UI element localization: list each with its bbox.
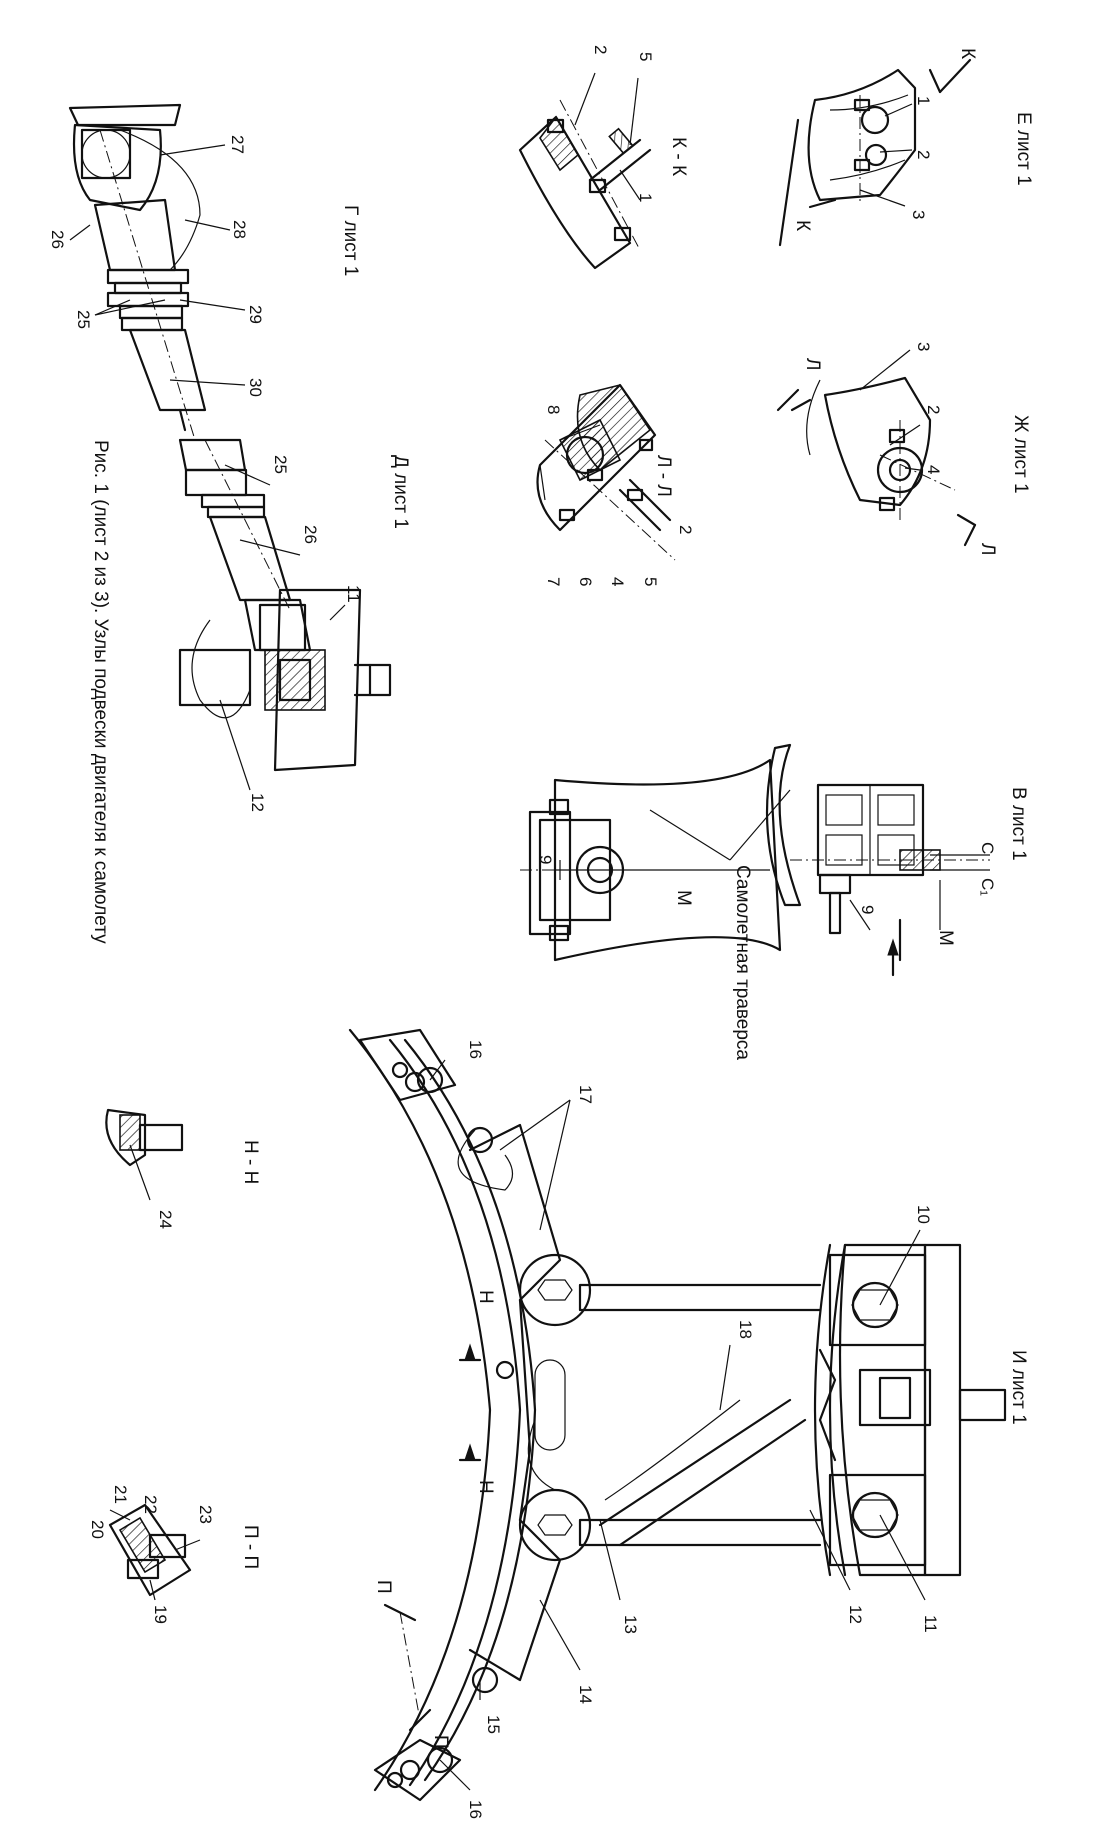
section-mark-n-top: Н [475,1290,496,1304]
section-mark-k-top: К [957,48,978,59]
section-mark-k-bottom: К [792,220,813,231]
callout-i-15: 15 [484,1715,503,1734]
callout-g-26: 26 [48,230,67,249]
view-g [68,103,246,441]
callout-i-16-bottom: 16 [466,1800,485,1819]
view-v [765,743,990,977]
callout-g-25: 25 [74,310,93,329]
view-zh [776,349,977,547]
callout-g-29: 29 [246,305,265,324]
callout-zh-4: 4 [924,465,943,474]
callout-kk-1: 1 [636,193,655,202]
view-zh-title: Ж лист 1 [1010,415,1031,494]
callout-g-30: 30 [246,378,265,397]
callout-g-27: 27 [228,135,247,154]
callout-zh-3: 3 [914,342,933,351]
dim-c: С [978,842,997,854]
section-mark-p-bottom: П [430,1735,451,1749]
callout-e-3: 3 [909,210,928,219]
section-mark-p-top: П [373,1580,394,1594]
section-nn-title: Н - Н [240,1140,261,1184]
view-e-title: Е лист 1 [1013,112,1034,186]
callout-ll-2: 2 [676,525,695,534]
view-d-title: Д лист 1 [390,455,411,529]
view-m [520,758,791,962]
callout-i-10: 10 [914,1205,933,1224]
figure-caption: Рис. 1 (лист 2 из 3). Узлы подвески двиг… [90,440,111,944]
view-e [778,58,972,247]
view-v-section-m: М [935,930,956,946]
section-nn [105,1108,184,1201]
callout-nn-24: 24 [156,1210,175,1229]
view-i-title: И лист 1 [1008,1350,1029,1425]
callout-ll-5: 5 [641,577,660,586]
callout-i-18: 18 [736,1320,755,1339]
dim-c1: С₁ [978,878,997,896]
callout-g-28: 28 [230,220,249,239]
callout-m-9: 9 [536,855,555,864]
callout-pp-20: 20 [88,1520,107,1539]
section-mark-l-top: Л [802,358,823,370]
callout-e-1: 1 [914,96,933,105]
callout-ll-4: 4 [608,577,627,586]
callout-pp-19: 19 [151,1605,170,1624]
callout-i-16-top: 16 [466,1040,485,1059]
section-mark-n-bottom: Н [475,1480,496,1494]
view-g-title: Г лист 1 [340,205,361,276]
view-v-title: В лист 1 [1008,787,1029,861]
callout-i-17: 17 [576,1085,595,1104]
callout-pp-21: 21 [111,1485,130,1504]
section-pp-title: П - П [240,1525,261,1569]
callout-i-12: 12 [846,1605,865,1624]
section-mark-l-bottom: Л [977,543,998,555]
callout-ll-7: 7 [544,577,563,586]
callout-d-26: 26 [301,525,320,544]
view-d [178,438,392,791]
callout-i-14: 14 [576,1685,595,1704]
section-kk-title: К - К [668,137,689,176]
callout-i-11: 11 [921,1615,940,1633]
callout-pp-23: 23 [196,1505,215,1524]
callout-d-12: 12 [248,793,267,812]
traverse-label: Самолетная траверса [732,865,753,1060]
callout-pp-22: 22 [141,1495,160,1514]
section-ll [536,383,676,561]
callout-v-9: 9 [858,905,877,914]
section-pp [108,1503,201,1601]
callout-ll-8: 8 [544,405,563,414]
callout-d-11: 11 [344,585,363,603]
callout-e-2: 2 [914,150,933,159]
view-i [348,1028,1007,1802]
callout-zh-2: 2 [924,405,943,414]
view-m-title: М [673,890,694,906]
callout-i-13: 13 [621,1615,640,1634]
callout-ll-6: 6 [576,577,595,586]
section-kk [518,72,652,270]
callout-d-25: 25 [271,455,290,474]
section-ll-title: Л - Л [653,455,674,497]
callout-kk-5: 5 [636,52,655,61]
callout-kk-2: 2 [591,45,610,54]
